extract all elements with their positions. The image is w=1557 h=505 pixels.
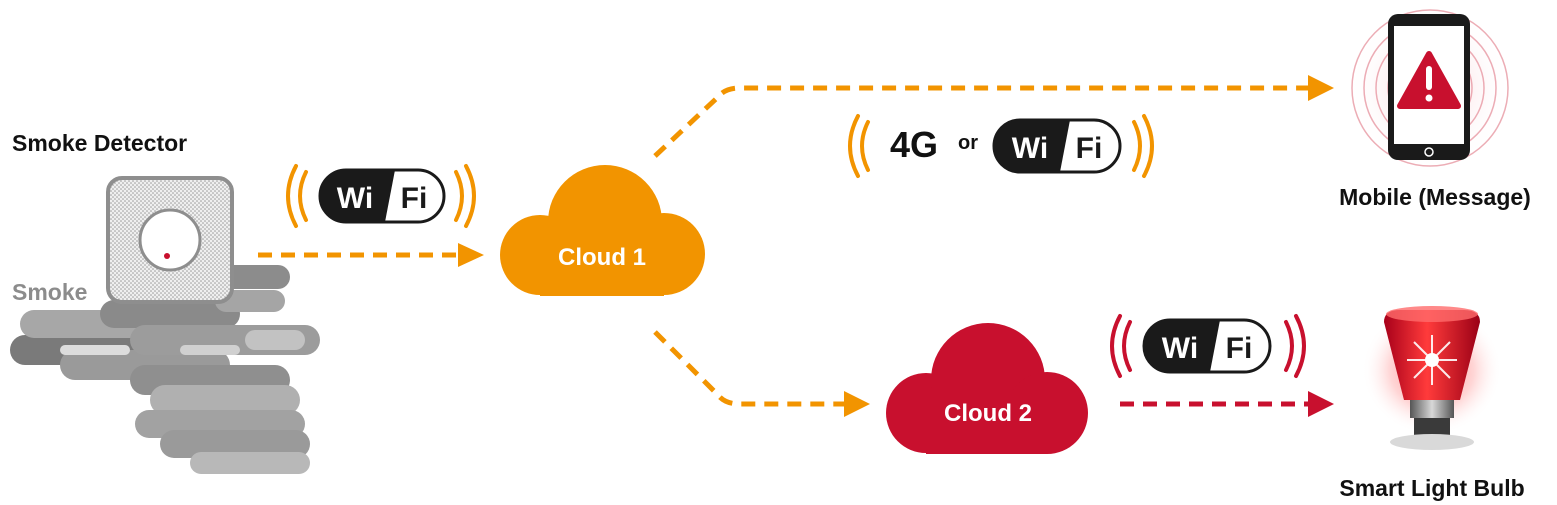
arrowhead [1308, 391, 1334, 417]
wifi-badge-cloud2: Wi Fi [1110, 314, 1306, 378]
svg-text:Fi: Fi [1076, 132, 1103, 165]
cloud-2: Cloud 2 [886, 323, 1088, 454]
smoke-label: Smoke [12, 279, 87, 305]
smart-bulb-icon [1362, 305, 1502, 450]
network-4g-or-wifi: 4G or Wi Fi [848, 114, 1154, 178]
cloud-1-label: Cloud 1 [558, 244, 646, 271]
arrowhead [458, 243, 484, 267]
smoke-detector-icon [106, 176, 234, 304]
mobile-label: Mobile (Message) [1339, 184, 1531, 210]
cloud-2-label: Cloud 2 [944, 400, 1032, 427]
wifi-logo-icon: Wi Fi [992, 118, 1122, 174]
smoke-detector-label: Smoke Detector [12, 130, 187, 156]
wifi-logo-icon: Wi Fi [1142, 318, 1272, 374]
arrowhead [844, 391, 870, 417]
svg-text:Wi: Wi [1162, 332, 1198, 365]
wifi-logo-icon: Wi Fi [318, 168, 446, 224]
smoke-cloud-icon [10, 265, 320, 474]
connector-cloud1-to-mobile [653, 85, 1310, 158]
svg-text:Wi: Wi [1012, 132, 1048, 165]
cloud-1: Cloud 1 [500, 165, 705, 296]
network-4g-label: 4G [890, 124, 938, 165]
mobile-phone-icon [1348, 6, 1512, 170]
wifi-badge-detector: Wi Fi [286, 164, 476, 228]
svg-text:Wi: Wi [337, 182, 373, 215]
arrowhead [1308, 75, 1334, 101]
warning-triangle-icon [1397, 51, 1461, 109]
or-label: or [958, 132, 978, 154]
smart-bulb-label: Smart Light Bulb [1339, 475, 1524, 501]
connector-cloud1-to-cloud2 [653, 330, 846, 407]
svg-text:Fi: Fi [1226, 332, 1253, 365]
svg-text:Fi: Fi [401, 182, 428, 215]
